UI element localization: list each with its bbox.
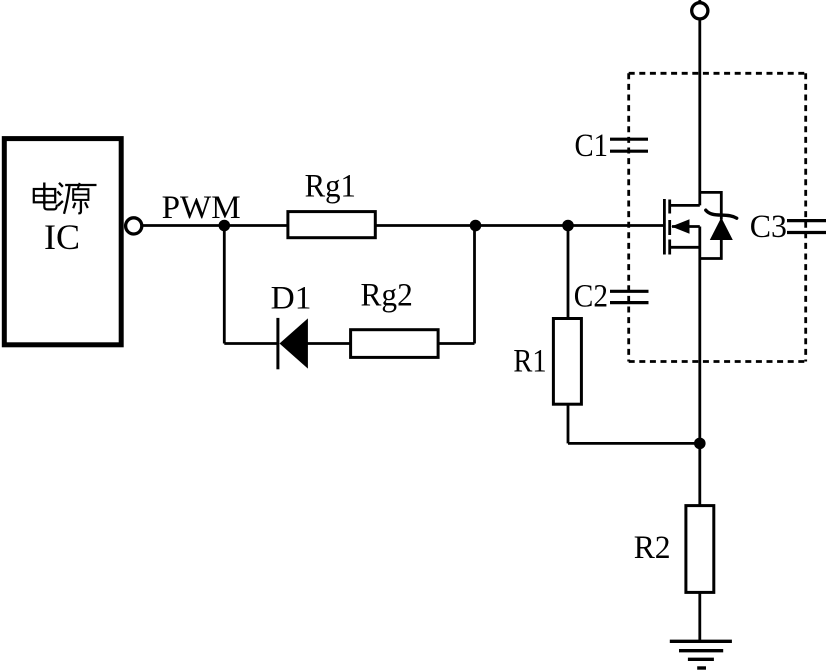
svg-text:R2: R2 — [634, 530, 671, 566]
svg-text:Rg1: Rg1 — [305, 168, 356, 204]
svg-text:C1: C1 — [575, 128, 609, 164]
svg-text:IC: IC — [44, 217, 80, 257]
svg-text:R1: R1 — [513, 343, 546, 379]
svg-text:C3: C3 — [750, 209, 787, 245]
svg-text:D1: D1 — [271, 281, 312, 317]
svg-text:PWM: PWM — [162, 190, 241, 226]
svg-text:Rg2: Rg2 — [361, 278, 413, 314]
svg-text:C2: C2 — [574, 278, 608, 314]
